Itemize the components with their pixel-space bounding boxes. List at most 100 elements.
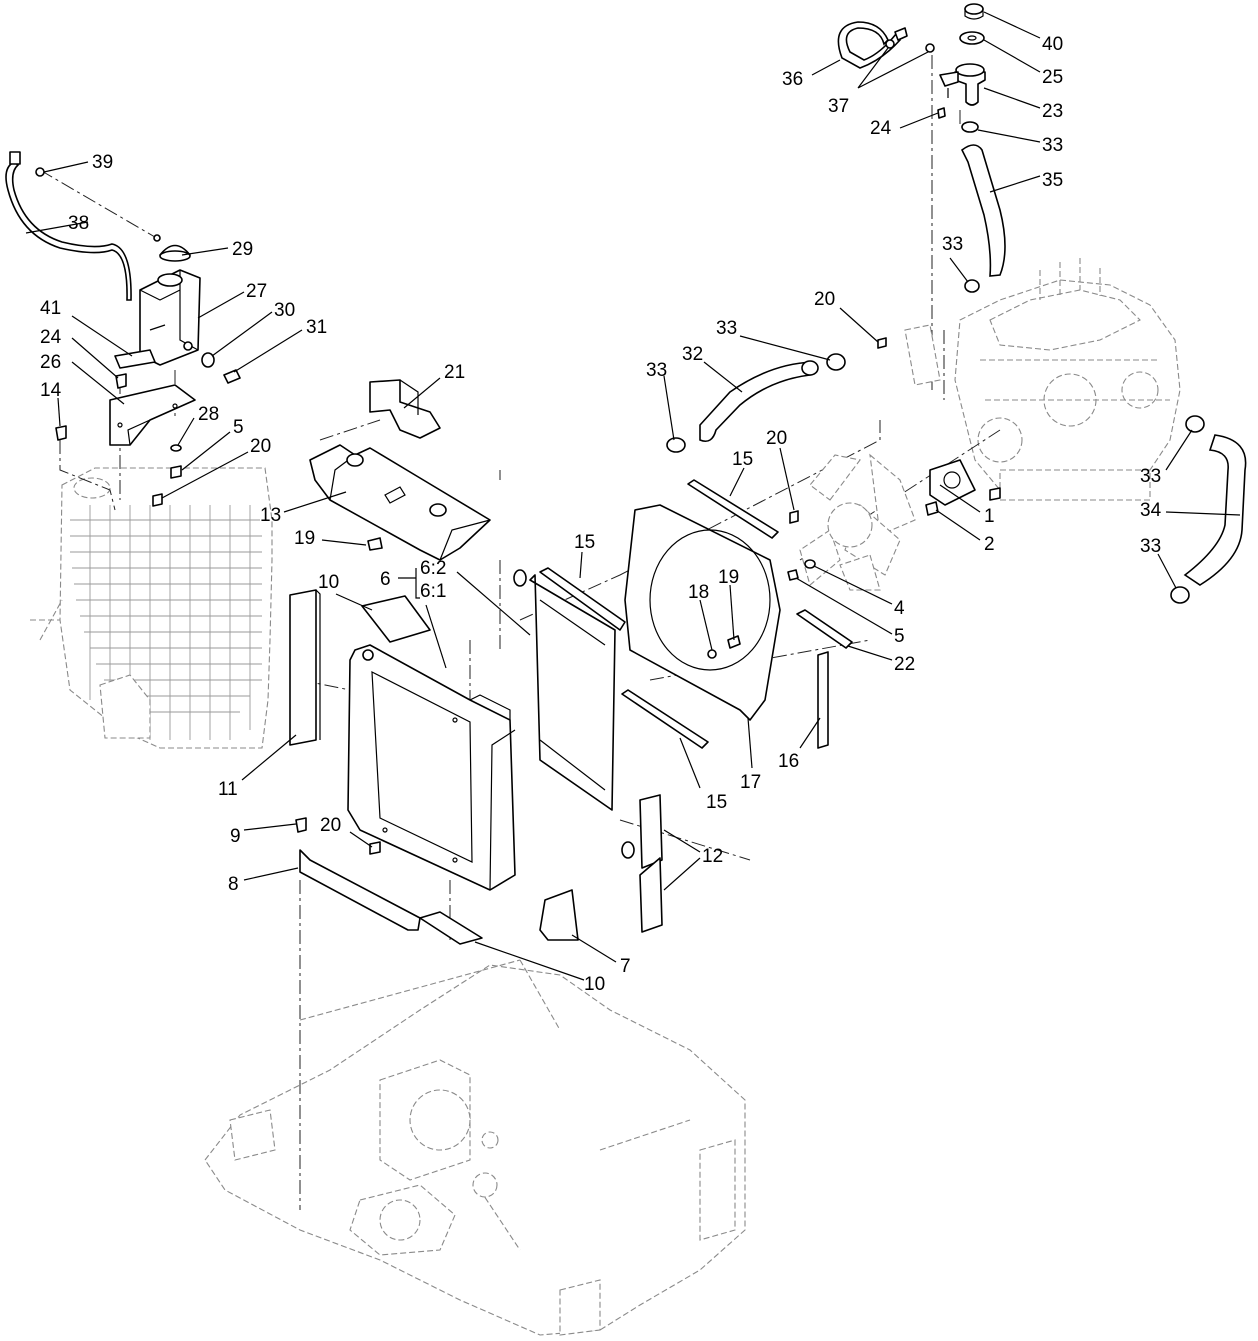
part-37-fitting (885, 39, 895, 49)
part-1-spacer (929, 459, 976, 506)
part-33-clamp (961, 121, 979, 133)
part-19-bolt-b (727, 635, 741, 649)
callout-15: 15 (574, 532, 595, 553)
callout-32: 32 (682, 344, 703, 365)
part-12-foam-upper (639, 794, 663, 869)
part-25-gasket (959, 31, 985, 45)
engine-block (954, 258, 1181, 501)
callout-29: 29 (232, 239, 253, 260)
callout-18: 18 (688, 582, 709, 603)
part-23-thermostat-housing (939, 63, 986, 106)
callout-24: 24 (870, 118, 892, 139)
callout-31: 31 (306, 317, 327, 338)
part-24-screw-b (115, 373, 127, 389)
callout-30: 30 (274, 300, 295, 321)
callout-27: 27 (246, 281, 267, 302)
callout-5: 5 (233, 417, 244, 438)
callout-40: 40 (1042, 34, 1063, 55)
callout-41: 41 (40, 298, 61, 319)
part-15-seal-c (621, 689, 709, 749)
callout-7: 7 (620, 956, 631, 977)
callout-11: 11 (218, 779, 238, 800)
part-33-clamp-e (1185, 415, 1205, 433)
part-33-clamp-f (1170, 586, 1190, 604)
callout-38: 38 (68, 213, 89, 234)
callout-28: 28 (198, 404, 219, 425)
part-12-foam-lower (639, 857, 663, 933)
callout-33: 33 (1042, 135, 1063, 156)
part-40-cap (964, 3, 984, 15)
callout-19-b: 19 (718, 567, 739, 588)
part-5-nut (170, 465, 182, 479)
part-11-foam-bar (289, 589, 317, 746)
callout-33-b: 33 (716, 318, 737, 339)
callout-12: 12 (702, 846, 723, 867)
callout-1: 1 (984, 506, 995, 527)
callout-10-b: 10 (584, 974, 605, 995)
callout-8: 8 (228, 874, 239, 895)
callout-20-b: 20 (320, 815, 341, 836)
part-14-bolt (55, 425, 67, 441)
callout-39: 39 (92, 152, 113, 173)
callout-labels: 40 25 23 33 35 36 37 24 39 38 29 27 30 3… (40, 34, 1162, 995)
part-34-hose (1183, 434, 1247, 586)
part-2-bolt (925, 501, 939, 516)
part-19-bolt (367, 537, 383, 551)
part-28-washer (170, 444, 182, 452)
centerline-thermostat (931, 55, 961, 400)
callout-24-b: 24 (40, 327, 62, 348)
callout-14: 14 (40, 380, 62, 401)
part-18-nut (707, 649, 717, 659)
callout-2: 2 (984, 534, 995, 555)
callout-19: 19 (294, 528, 315, 549)
part-20-nut (152, 493, 163, 507)
callout-21: 21 (444, 362, 465, 383)
part-16-foam (817, 651, 829, 749)
part-20-nut-b (369, 841, 381, 855)
part-10-foam-top (361, 595, 431, 643)
part-20-nut-c (789, 510, 799, 524)
callout-33-e: 33 (1140, 466, 1161, 487)
part-24-screw (937, 107, 946, 119)
part-fan (799, 453, 916, 591)
callout-15-b: 15 (732, 449, 753, 470)
part-side-frame (513, 569, 635, 859)
grille-housing (30, 467, 273, 749)
part-31-fitting (223, 369, 241, 384)
callout-20-c: 20 (766, 428, 787, 449)
part-33-clamp-b (964, 279, 980, 293)
part-35-hose (960, 144, 1006, 277)
part-6-radiator (347, 644, 516, 891)
callout-33-d: 33 (942, 234, 963, 255)
callout-37: 37 (828, 96, 849, 117)
part-33-clamp-d (666, 437, 686, 453)
part-26-bracket (109, 384, 196, 446)
callout-20-d: 20 (814, 289, 835, 310)
callout-34: 34 (1140, 500, 1162, 521)
callout-17: 17 (740, 772, 761, 793)
callout-6: 6 (380, 569, 391, 590)
callout-6-1: 6:1 (420, 581, 446, 602)
part-20-nut-d (877, 337, 887, 349)
callout-23: 23 (1042, 101, 1063, 122)
part-5-bolt (787, 569, 799, 581)
part-33-clamp-c (826, 353, 846, 371)
part-21-foam (369, 379, 441, 439)
callout-4: 4 (894, 598, 905, 619)
callout-25: 25 (1042, 67, 1063, 88)
part-13-bracket (309, 444, 491, 561)
part-39-fitting (35, 167, 45, 177)
leader-lines (25, 11, 1241, 981)
callout-36: 36 (782, 69, 803, 90)
callout-26: 26 (40, 352, 61, 373)
callout-15-c: 15 (706, 792, 727, 813)
callout-13: 13 (260, 505, 281, 526)
chassis-frame (204, 959, 746, 1336)
part-41-decal (114, 349, 156, 369)
part-9-bolt (295, 817, 307, 833)
callout-22: 22 (894, 654, 915, 675)
centerline-frame (299, 419, 751, 1210)
part-32-hose (699, 361, 813, 443)
part-15-seal-b (687, 479, 779, 539)
